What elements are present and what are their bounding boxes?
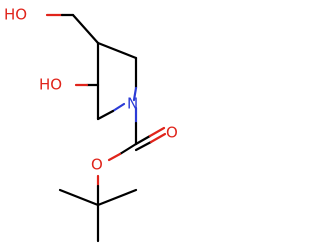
structure-canvas: HO HO N O O	[4, 5, 178, 243]
atom-label-ring-oh: HO	[39, 76, 62, 94]
bond-c-o-double-2b	[149, 132, 167, 144]
atom-label-ester-o: O	[91, 156, 103, 174]
molecule-structure: HO HO N O O	[4, 6, 178, 243]
bond-tbu-methyl-right	[96, 188, 138, 207]
bond-ch2-c4	[71, 13, 100, 45]
bond-tbu-methyl-left	[58, 188, 100, 207]
bond-n-c2	[96, 109, 115, 121]
bond-n-c2-part	[111, 102, 126, 113]
atom-label-nitrogen: N	[127, 95, 138, 113]
atom-label-carbonyl-o: O	[166, 124, 178, 142]
atom-label-hydroxymethyl-oh: HO	[4, 6, 27, 24]
bond-c-ester-o-colored	[107, 152, 122, 162]
bond-c-ester-o	[118, 142, 138, 156]
bond-c-o-double-1a	[134, 134, 152, 146]
bond-c6-n-part	[132, 86, 138, 102]
bond-c-o-double-2a	[134, 140, 153, 152]
bond-c4-c5	[96, 41, 138, 60]
bond-c-o-double-1b	[148, 126, 166, 138]
